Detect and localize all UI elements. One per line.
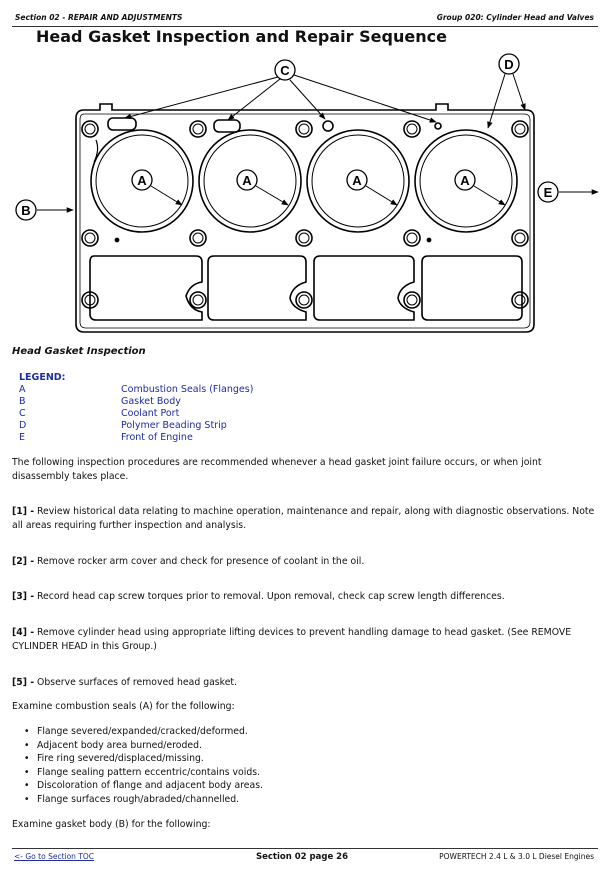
list-item: Flange surfaces rough/abraded/channelled… xyxy=(24,793,263,807)
group-header: Group 020: Cylinder Head and Valves xyxy=(436,13,594,22)
step-number: [3] - xyxy=(12,591,35,602)
section-header: Section 02 - REPAIR AND ADJUSTMENTS xyxy=(15,13,183,22)
step-3: [3] - Record head cap screw torques prio… xyxy=(12,590,600,604)
list-item: Flange sealing pattern eccentric/contain… xyxy=(24,766,263,780)
step-5: [5] - Observe surfaces of removed head g… xyxy=(12,676,600,690)
section-toc-link[interactable]: <- Go to Section TOC xyxy=(14,852,95,861)
step-4: [4] - Remove cylinder head using appropr… xyxy=(12,626,600,654)
callout-d: D xyxy=(504,57,513,72)
list-item: Adjacent body area burned/eroded. xyxy=(24,739,263,753)
legend-label: Gasket Body xyxy=(121,396,181,407)
intro-paragraph: The following inspection procedures are … xyxy=(12,457,542,482)
legend-label: Polymer Beading Strip xyxy=(121,420,227,431)
legend-label: Coolant Port xyxy=(121,408,180,419)
legend-key: D xyxy=(19,420,27,431)
step-1: [1] - Review historical data relating to… xyxy=(12,505,600,533)
callout-e: E xyxy=(544,185,553,200)
legend-label: Front of Engine xyxy=(121,432,193,443)
footer-divider xyxy=(12,848,598,849)
head-gasket-diagram: C D B E A A A A xyxy=(15,53,599,333)
legend-key: B xyxy=(19,396,26,407)
step-number: [1] - xyxy=(12,506,35,517)
step-text: Remove cylinder head using appropriate l… xyxy=(12,627,572,652)
seal-checklist: Flange severed/expanded/cracked/deformed… xyxy=(24,725,263,806)
step-2: [2] - Remove rocker arm cover and check … xyxy=(12,555,600,569)
page-number: Section 02 page 26 xyxy=(256,852,348,862)
examine-seals-text: Examine combustion seals (A) for the fol… xyxy=(12,701,235,712)
step-number: [5] - xyxy=(12,677,35,688)
step-number: [2] - xyxy=(12,556,35,567)
list-item: Flange severed/expanded/cracked/deformed… xyxy=(24,725,263,739)
legend-title: LEGEND: xyxy=(19,372,66,383)
step-text: Review historical data relating to machi… xyxy=(12,506,595,531)
callout-a-4: A xyxy=(460,173,470,188)
subheading: Head Gasket Inspection xyxy=(12,346,146,357)
step-text: Remove rocker arm cover and check for pr… xyxy=(34,556,365,567)
legend-key: E xyxy=(19,432,26,443)
callout-b: B xyxy=(21,203,30,218)
list-item: Fire ring severed/displaced/missing. xyxy=(24,752,263,766)
header-divider xyxy=(12,26,598,27)
footer-product: POWERTECH 2.4 L & 3.0 L Diesel Engines xyxy=(439,852,594,861)
callout-c: C xyxy=(280,63,290,78)
legend-key: C xyxy=(19,408,26,419)
callout-a-2: A xyxy=(242,173,252,188)
step-text: Observe surfaces of removed head gasket. xyxy=(34,677,238,688)
list-item: Discoloration of flange and adjacent bod… xyxy=(24,779,263,793)
examine-body-text: Examine gasket body (B) for the followin… xyxy=(12,819,211,830)
step-number: [4] - xyxy=(12,627,35,638)
callout-a-1: A xyxy=(137,173,147,188)
callout-a-3: A xyxy=(352,173,362,188)
step-text: Record head cap screw torques prior to r… xyxy=(34,591,505,602)
page-title: Head Gasket Inspection and Repair Sequen… xyxy=(36,27,447,46)
legend-label: Combustion Seals (Flanges) xyxy=(121,384,254,395)
legend-key: A xyxy=(19,384,26,395)
